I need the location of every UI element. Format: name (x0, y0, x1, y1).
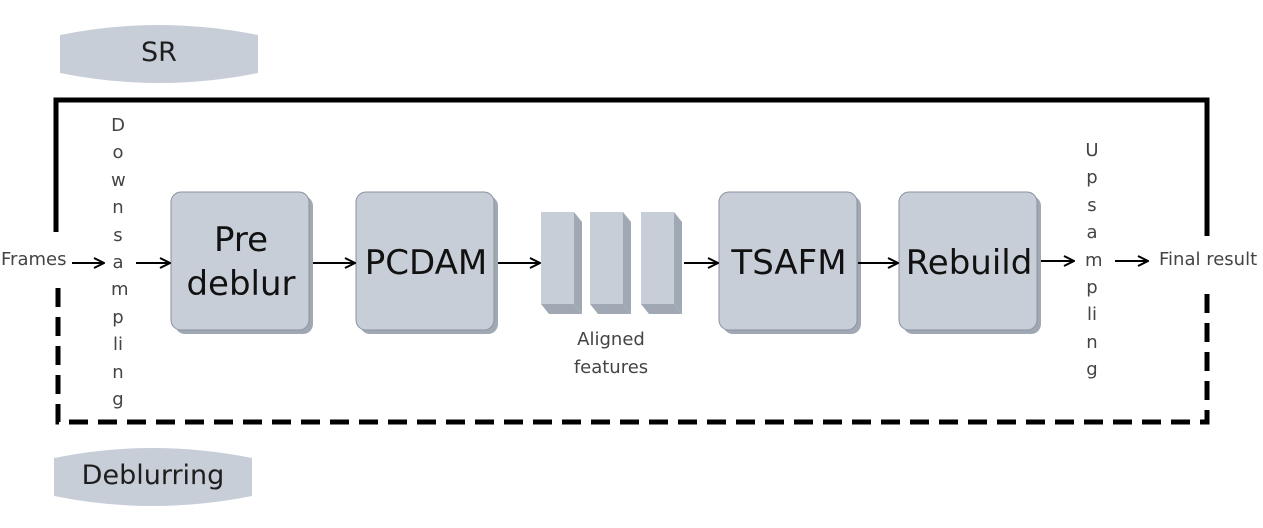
sr-loop-line (53, 97, 1210, 236)
tsafm-label: TSAFM (731, 243, 847, 283)
predeblur-box (170, 191, 313, 334)
pcdam-box (355, 191, 498, 334)
predeblur-label-line2: deblur (186, 264, 296, 304)
upsampling-label: Upsampling (1085, 140, 1103, 381)
sr-label: SR (141, 37, 177, 68)
predeblur-label-line1: Pre (213, 220, 269, 260)
rebuild-box (898, 191, 1041, 334)
tsafm-box (718, 191, 861, 334)
aligned-feature-slab-3 (641, 212, 682, 314)
predeblur-label: Pre deblur (171, 218, 311, 306)
deblurring-label: Deblurring (81, 460, 225, 491)
aligned-feature-slab-2 (590, 212, 631, 314)
final-result-label: Final result (1159, 249, 1258, 270)
pcdam-label: PCDAM (364, 243, 488, 283)
frames-label: Frames (1, 249, 67, 270)
deblurring-pill (54, 448, 252, 506)
rebuild-label: Rebuild (905, 243, 1033, 283)
aligned-feature-slab-1 (541, 212, 582, 314)
sr-pill (60, 25, 258, 83)
aligned-features-label: Aligned features (573, 329, 649, 378)
downsampling-label: Downsampling (111, 115, 129, 411)
deblurring-loop-line (55, 284, 1210, 425)
